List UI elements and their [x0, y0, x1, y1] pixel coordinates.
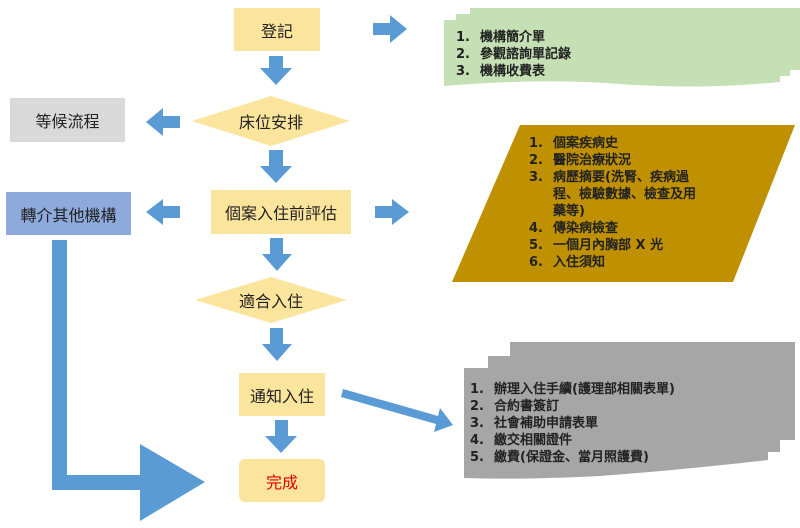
- item-text: 繳費(保證金、當月照護費): [494, 450, 649, 465]
- item-text: 傳染病檢查: [553, 221, 619, 236]
- arrow-down-3: [262, 238, 292, 271]
- item-number: 4.: [529, 221, 543, 236]
- refer-label: 轉介其他機構: [20, 205, 117, 225]
- arrow-down-1: [260, 56, 292, 85]
- register-box[interactable]: 登記: [234, 8, 320, 51]
- item-number: 3.: [456, 64, 470, 79]
- arrow-down-2: [260, 150, 292, 183]
- item-text: 病歷摘要(洗腎、疾病過程、檢驗數據、檢查及用藥等): [553, 170, 697, 219]
- item-number: 5.: [470, 450, 484, 465]
- list-item: 5. 一個月內胸部 X 光: [529, 237, 709, 254]
- waiting-box[interactable]: 等候流程: [10, 98, 125, 142]
- refer-box[interactable]: 轉介其他機構: [6, 192, 131, 235]
- list-item: 1. 辦理入住手續(護理部相關表單): [470, 381, 770, 398]
- register-docs-list: 1. 機構簡介單 2. 參觀諮詢單記錄 3. 機構收費表: [456, 29, 756, 80]
- list-item: 2. 醫院治療狀況: [529, 152, 709, 169]
- suitable-diamond: [195, 277, 347, 323]
- waiting-label: 等候流程: [35, 112, 100, 131]
- arrow-refer-to-done: [52, 240, 205, 521]
- list-item: 2. 參觀諮詢單記錄: [456, 46, 756, 63]
- assess-docs-shape: [452, 125, 795, 282]
- arrow-diagonal-notify: [341, 389, 453, 432]
- item-number: 2.: [470, 399, 484, 414]
- list-item: 3. 社會補助申請表單: [470, 415, 770, 432]
- list-item: 2. 合約書簽訂: [470, 398, 770, 415]
- item-text: 個案疾病史: [553, 136, 619, 151]
- item-text: 社會補助申請表單: [494, 416, 599, 431]
- item-number: 2.: [456, 47, 470, 62]
- notify-label: 通知入住: [249, 386, 314, 406]
- arrow-down-5: [265, 420, 297, 453]
- arrow-right-register: [373, 15, 407, 43]
- arrow-right-assess: [375, 199, 409, 225]
- register-label: 登記: [260, 21, 293, 41]
- assess-label: 個案入住前評估: [224, 204, 337, 223]
- item-number: 1.: [529, 136, 543, 151]
- arrow-left-refer: [146, 199, 180, 225]
- list-item: 3. 機構收費表: [456, 63, 756, 80]
- item-text: 機構收費表: [480, 64, 546, 79]
- item-number: 3.: [470, 416, 484, 431]
- item-number: 4.: [470, 433, 484, 448]
- item-number: 1.: [470, 382, 484, 397]
- item-text: 入住須知: [553, 255, 606, 270]
- done-box[interactable]: 完成: [239, 459, 325, 502]
- notify-docs-list: 1. 辦理入住手續(護理部相關表單) 2. 合約書簽訂 3. 社會補助申請表單 4. 繳…: [470, 381, 770, 466]
- register-docs-shape: [444, 8, 800, 87]
- suitable-node[interactable]: 適合入住: [195, 277, 347, 323]
- arrow-left-waiting: [146, 108, 180, 136]
- item-number: 2.: [529, 153, 543, 168]
- item-text: 一個月內胸部 X 光: [553, 238, 664, 253]
- list-item: 1. 個案疾病史: [529, 135, 709, 152]
- list-item: 6. 入住須知: [529, 254, 709, 271]
- bed-node[interactable]: 床位安排: [192, 96, 350, 146]
- item-text: 辦理入住手續(護理部相關表單): [494, 382, 675, 397]
- list-item: 3. 病歷摘要(洗腎、疾病過程、檢驗數據、檢查及用藥等): [529, 169, 709, 220]
- bed-diamond: [192, 96, 350, 146]
- list-item: 4. 繳交相關證件: [470, 432, 770, 449]
- item-number: 3.: [529, 170, 543, 185]
- arrow-down-4: [262, 328, 292, 361]
- item-number: 1.: [456, 30, 470, 45]
- bed-label: 床位安排: [238, 113, 303, 132]
- item-text: 醫院治療狀況: [553, 153, 632, 168]
- assess-box[interactable]: 個案入住前評估: [211, 190, 351, 234]
- notify-box[interactable]: 通知入住: [239, 373, 325, 416]
- list-item: 4. 傳染病檢查: [529, 220, 709, 237]
- notify-docs-shape: [464, 342, 795, 479]
- done-label: 完成: [265, 472, 298, 492]
- item-text: 繳交相關證件: [494, 433, 573, 448]
- item-number: 6.: [529, 255, 543, 270]
- item-number: 5.: [529, 238, 543, 253]
- item-text: 合約書簽訂: [494, 399, 560, 414]
- list-item: 5. 繳費(保證金、當月照護費): [470, 449, 770, 466]
- assess-docs-list: 1. 個案疾病史 2. 醫院治療狀況 3. 病歷摘要(洗腎、疾病過程、檢驗數據、檢查及…: [529, 135, 709, 271]
- item-text: 機構簡介單: [480, 30, 546, 45]
- suitable-label: 適合入住: [238, 292, 303, 311]
- item-text: 參觀諮詢單記錄: [480, 47, 572, 62]
- list-item: 1. 機構簡介單: [456, 29, 756, 46]
